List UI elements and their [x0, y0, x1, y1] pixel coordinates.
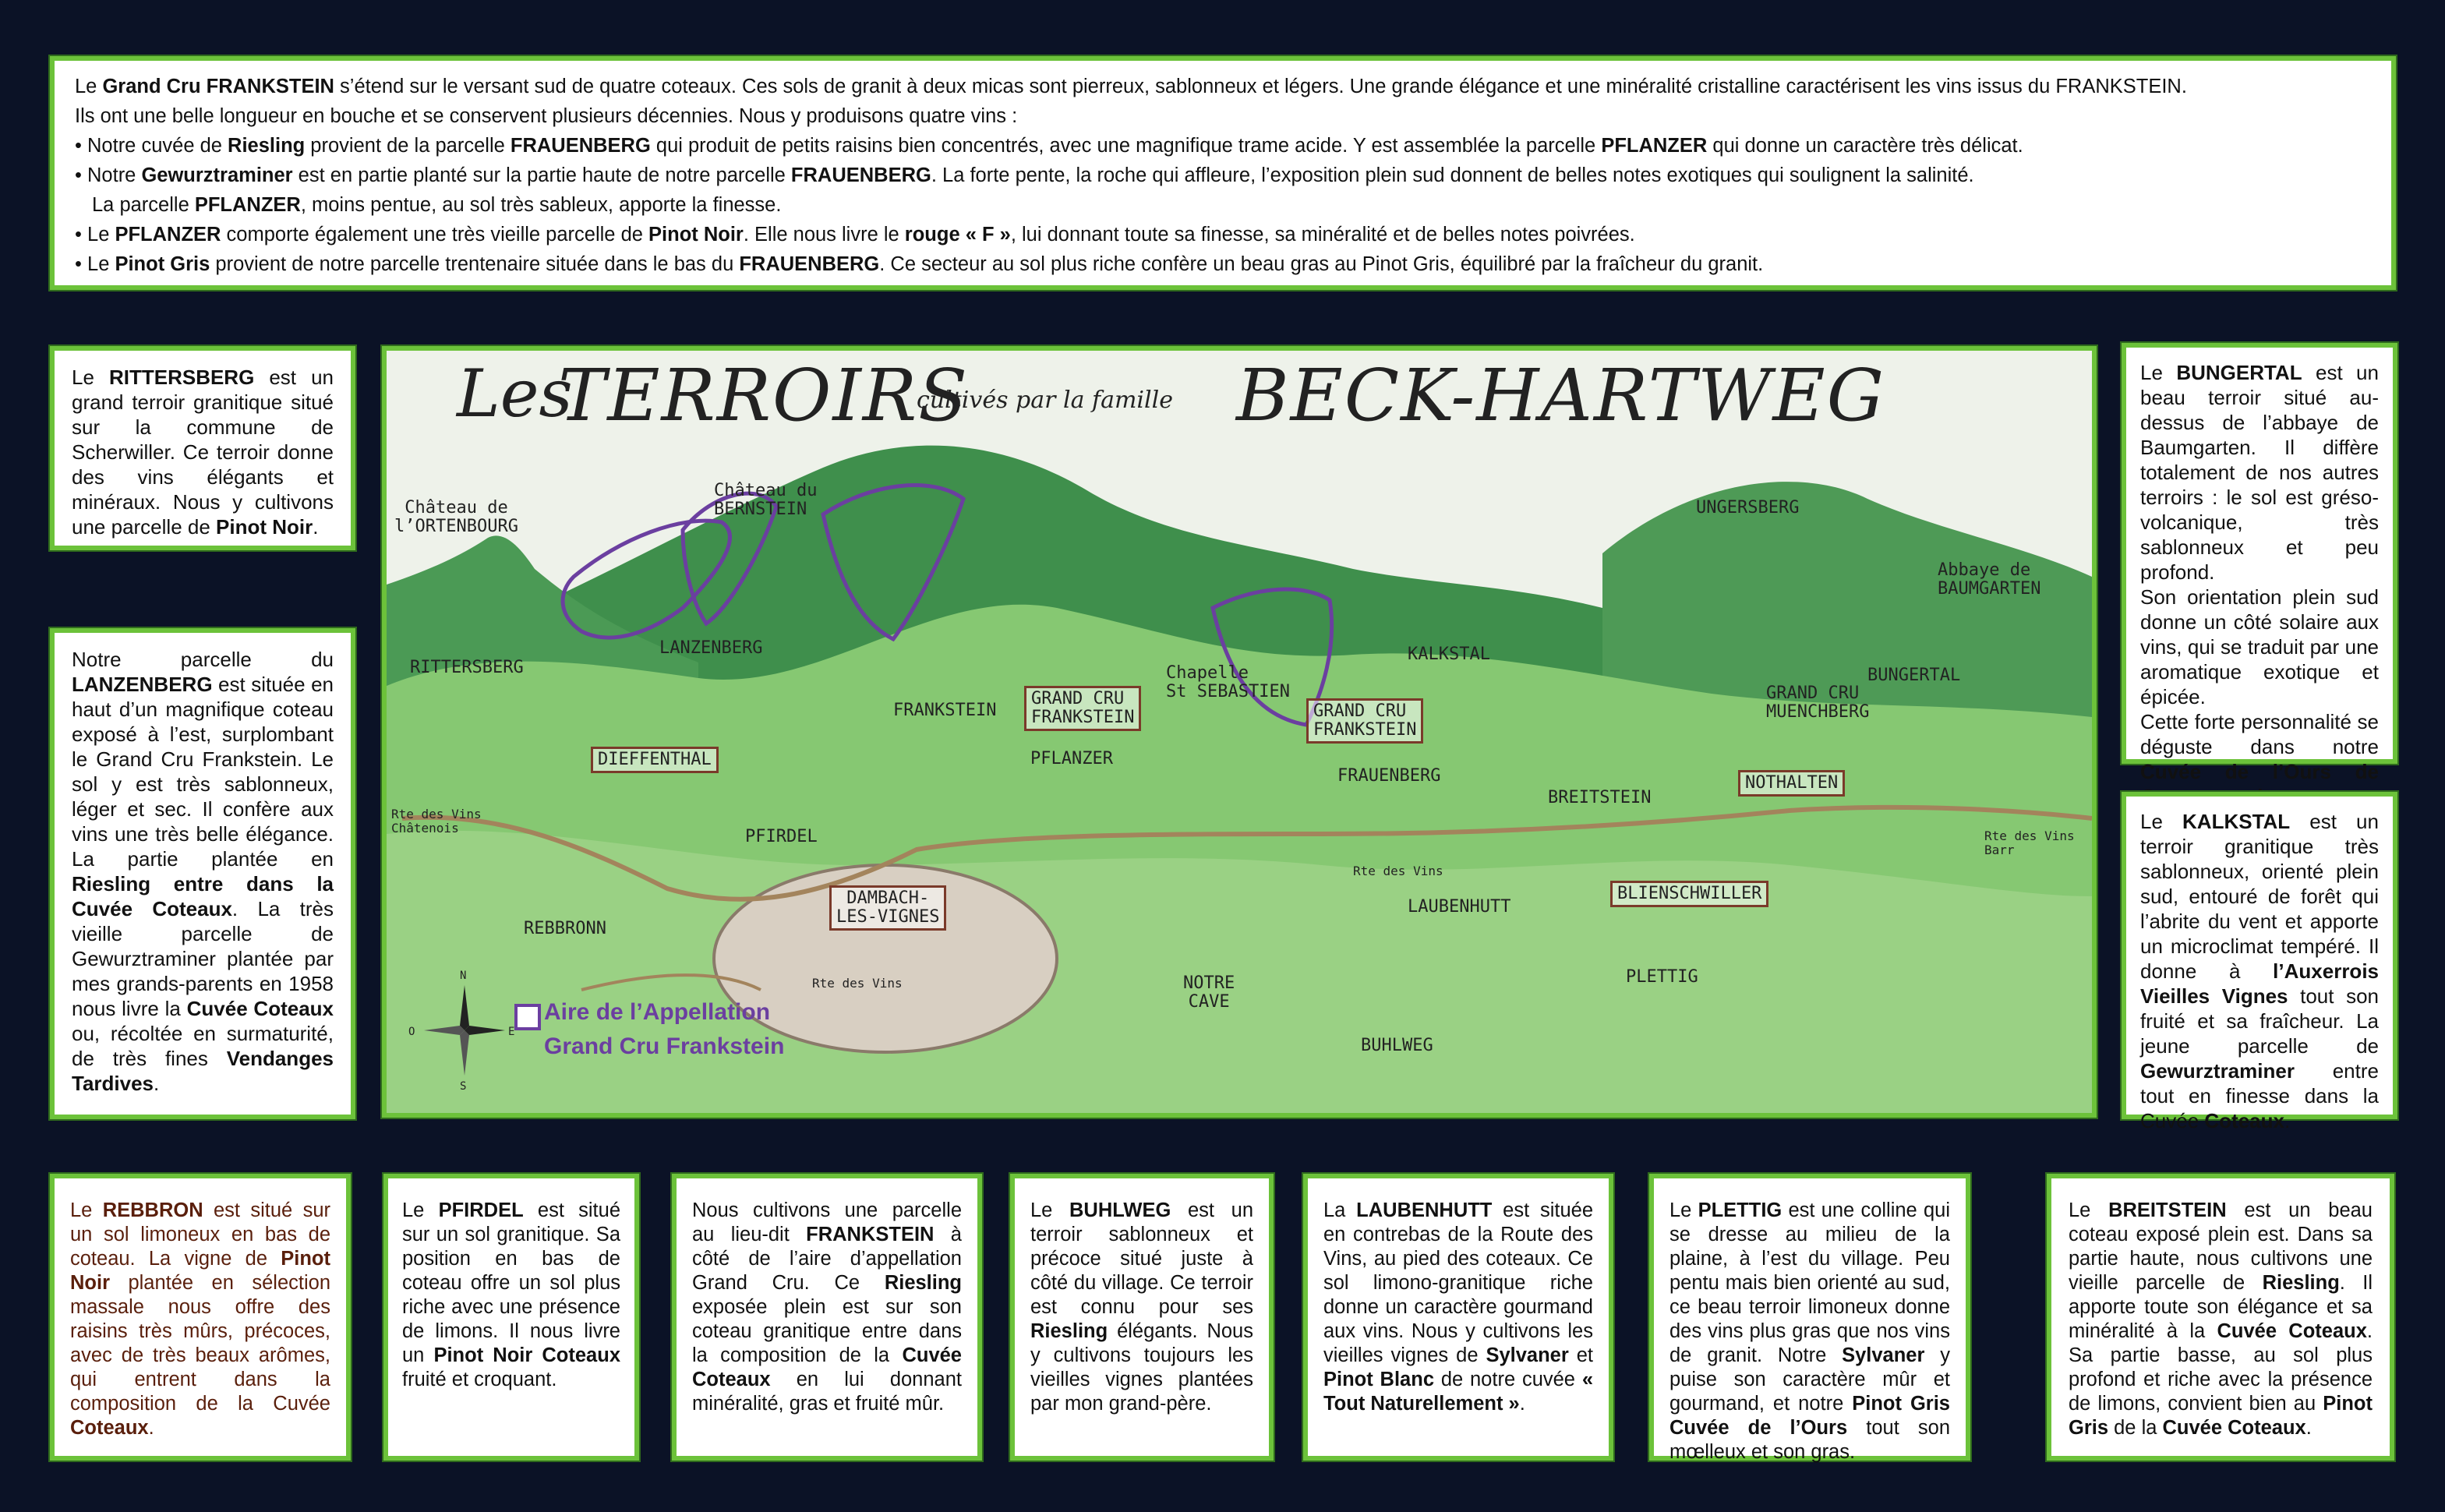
label-route-right: Rte des Vins Barr: [1984, 828, 2075, 857]
label-breitstein: BREITSTEIN: [1548, 788, 1652, 807]
rebbron-box: Le REBBRON est situé sur un sol limoneux…: [50, 1174, 351, 1461]
label-laubenhutt: LAUBENHUTT: [1408, 897, 1511, 917]
buhlweg-box: Le BUHLWEG est un terroir sablonneux et …: [1010, 1174, 1274, 1461]
label-lanzenberg: LANZENBERG: [659, 638, 763, 658]
label-pfirdel: PFIRDEL: [745, 827, 818, 846]
label-dieffenthal: DIEFFENTHAL: [591, 747, 719, 773]
label-pflanzer: PFLANZER: [1030, 749, 1113, 768]
label-nothalten: NOTHALTEN: [1738, 770, 1846, 797]
pfirdel-box: Le PFIRDEL est situé sur un sol granitiq…: [383, 1174, 639, 1461]
legend-swatch: [514, 1004, 541, 1030]
route-des-vins: [401, 804, 2092, 902]
label-plettig: PLETTIG: [1626, 967, 1698, 987]
label-route-low: Rte des Vins: [812, 976, 903, 991]
label-rebbronn: REBBRONN: [524, 919, 606, 938]
label-bungertal: BUNGERTAL: [1867, 666, 1961, 685]
label-grand-cru-frankstein-1: GRAND CRU FRANKSTEIN: [1024, 686, 1142, 731]
label-frauenberg: FRAUENBERG: [1337, 766, 1441, 786]
label-frankstein: FRANKSTEIN: [893, 701, 997, 720]
label-ortenbourg: Château de l’ORTENBOURG: [394, 498, 518, 536]
label-bernstein: Château du BERNSTEIN: [714, 481, 818, 519]
label-notre-cave: NOTRE CAVE: [1183, 973, 1235, 1012]
label-muenchberg: GRAND CRU MUENCHBERG: [1766, 684, 1870, 722]
frankstein-box: Nous cultivons une parcelle au lieu-dit …: [672, 1174, 982, 1461]
bungertal-box: Le BUNGERTAL est un beau terroir situé a…: [2122, 343, 2397, 808]
compass-n: N: [460, 970, 467, 982]
lower-slopes: [387, 830, 2092, 1113]
label-grand-cru-frankstein-2: GRAND CRU FRANKSTEIN: [1306, 698, 1424, 744]
label-chapelle: Chapelle St SEBASTIEN: [1166, 663, 1290, 701]
map-title-terroirs: TERROIRS: [558, 354, 970, 437]
map-title-sub: cultivés par la famille: [917, 387, 1173, 414]
legend-label-1: Aire de l’Appellation: [544, 999, 771, 1025]
compass-s: S: [460, 1080, 467, 1093]
label-route-left: Rte des Vins Châtenois: [391, 807, 482, 835]
plettig-box: Le PLETTIG est une colline qui se dresse…: [1649, 1174, 1970, 1463]
lanzenberg-box: Notre parcelle du LANZENBERG est située …: [50, 628, 355, 1119]
label-rittersberg: RITTERSBERG: [410, 658, 524, 677]
label-route-mid: Rte des Vins: [1353, 864, 1443, 878]
label-dambach: DAMBACH- LES-VIGNES: [829, 885, 947, 931]
map-title-family: BECK-HARTWEG: [1236, 354, 1886, 437]
compass-rose-icon: [424, 985, 505, 1076]
appellation-outlines: [560, 483, 1334, 727]
laubenhutt-box: La LAUBENHUTT est située en contrebas de…: [1303, 1174, 1613, 1461]
legend-label-2: Grand Cru Frankstein: [544, 1033, 785, 1059]
kalkstal-box: Le KALKSTAL est un terroir granitique tr…: [2122, 792, 2397, 1132]
breitstein-box: Le BREITSTEIN est un beau coteau exposé …: [2047, 1174, 2394, 1461]
label-ungersberg: UNGERSBERG: [1696, 498, 1800, 518]
compass-e: E: [508, 1026, 515, 1038]
terroir-map: Les TERROIRS cultivés par la famille BEC…: [382, 346, 2097, 1118]
lower-road: [581, 973, 761, 991]
rittersberg-box: Le RITTERSBERG est un grand terroir gran…: [50, 346, 355, 550]
label-kalkstal: KALKSTAL: [1408, 645, 1490, 664]
label-blienschwiller: BLIENSCHWILLER: [1610, 881, 1769, 907]
label-baumgarten: Abbaye de BAUMGARTEN: [1938, 560, 2041, 599]
compass-w: O: [408, 1026, 415, 1038]
map-title-les: Les: [457, 355, 573, 432]
label-buhlweg: BUHLWEG: [1361, 1036, 1433, 1055]
intro-box: Le Grand Cru FRANKSTEIN s’étend sur le v…: [50, 56, 2396, 290]
